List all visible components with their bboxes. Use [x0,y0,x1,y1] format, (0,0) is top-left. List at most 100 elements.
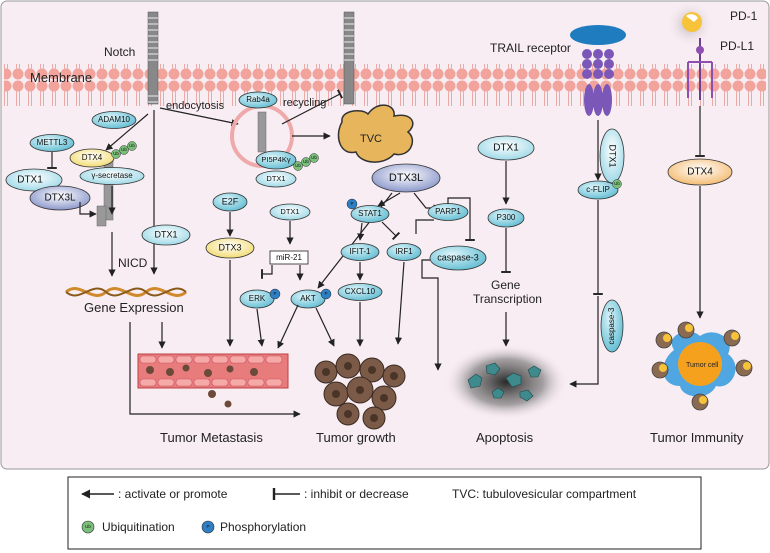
dtx3-pill: DTX3 [205,237,255,259]
svg-text:DTX3: DTX3 [218,242,241,252]
mir21-to-erk-inhibit [261,265,273,279]
legend-ubiquitination-label: Ubiquitination [102,520,175,534]
recycling-inhibit [281,89,344,125]
tvc-label: TVC [360,133,382,145]
nicd-label: NICD [118,256,148,270]
cell-membrane [4,64,766,106]
pd1-label: PD-1 [730,9,758,23]
background-panel [0,0,770,470]
irf1-pill: IRF1 [386,243,422,261]
svg-text:Ub: Ub [121,147,127,152]
endocytosis-label: endocytosis [166,100,225,112]
gene-to-growth-arrow [129,322,301,418]
svg-text:Ub: Ub [311,155,317,160]
e2f-pill: E2F [212,192,248,212]
dtx4-immune-pill: DTX4 [667,158,733,186]
endocytosis-arrow [159,107,239,127]
notch-label: Notch [104,45,135,59]
svg-text:Ub: Ub [614,181,620,186]
tumor-immunity-icon [651,321,753,411]
parp1-pill: PARP1 [427,203,469,221]
stat1-to-ifit1-arrow [357,222,365,241]
caspase3-to-apoptosis-arrow [421,259,442,371]
svg-text:Ub: Ub [129,143,135,148]
dtx1-left-pill: DTX1 [5,168,63,192]
legend-phosphorylation-label: Phosphorylation [220,520,306,534]
trail-receptor [570,25,626,116]
dtx3l-to-stat1-arrow [377,192,401,207]
svg-text:DTX1: DTX1 [280,207,299,216]
svg-text:E2F: E2F [222,196,239,206]
legend-activate-label: : activate or promote [118,487,228,501]
dtx3l-left-pill: DTX3L [29,185,91,211]
legend-phosphorylation-icon: P [201,520,215,534]
stat1-inhibit-irf1 [381,221,401,241]
svg-text:P: P [206,524,209,529]
adam10-pill: ADAM10 [91,111,137,129]
stat1-phospho-badge: P [346,198,358,210]
pi5p4k-pill: PI5P4Kγ [255,150,297,170]
svg-text:DTX1: DTX1 [154,229,177,239]
svg-text:DTX1: DTX1 [608,144,618,167]
svg-text:P: P [324,291,327,296]
svg-text:PI5P4Kγ: PI5P4Kγ [261,155,290,164]
cflip-pill: c-FLIP [577,180,619,200]
parp1-inhibit-stat1 [415,219,434,234]
mir21-box: miR-21 [269,250,309,265]
irf1-to-growth-arrow [394,261,405,345]
gene-expression-label: Gene Expression [84,300,184,315]
gene-transcription-line2: Transcription [473,292,542,306]
svg-text:c-FLIP: c-FLIP [586,185,610,194]
erk-pill: ERK [239,289,275,309]
akt-pill: AKT [290,289,326,309]
svg-text:caspase-3: caspase-3 [607,307,616,344]
p300-pill: P300 [487,208,525,228]
svg-text:P: P [350,201,353,206]
recycled-notch-receptor [343,11,355,105]
svg-text:DTX1: DTX1 [17,175,43,186]
pd1-receptor-icon [682,12,702,32]
akt-to-metastasis-arrow [277,304,299,349]
svg-text:AKT: AKT [300,294,316,303]
apoptosis-label: Apoptosis [476,430,534,445]
mettl3-pill: METTL3 [29,134,75,152]
tumor-growth-nuclei [322,362,398,422]
dtx3l-to-nicd-arrow [79,202,97,218]
svg-text:miR-21: miR-21 [276,253,302,262]
akt-to-growth-arrow [315,307,335,347]
svg-text:PARP1: PARP1 [435,207,461,216]
pdl1-ligand-icon [687,38,713,100]
endosome-notch [257,111,267,153]
svg-text:γ-secretase: γ-secretase [91,171,133,180]
svg-text:DTX4: DTX4 [82,153,103,162]
svg-text:DTX1: DTX1 [493,143,519,154]
legend-box [67,476,702,550]
legend-inhibit-label: : inhibit or decrease [304,487,409,501]
svg-text:P300: P300 [497,213,516,222]
svg-text:DTX3L: DTX3L [389,172,423,184]
svg-text:ERK: ERK [249,294,266,303]
trail-receptor-label: TRAIL receptor [490,41,571,55]
rab4a-pill: Rab4a [238,91,278,109]
membrane-label: Membrane [30,70,92,85]
ub-badge-cflip: Ub [612,179,622,189]
ub-chain-dtx4: Ub Ub Ub [111,141,137,159]
tumor-growth-label: Tumor growth [316,430,396,445]
caspase3-center-pill: caspase-3 [429,245,487,271]
gamma-secretase-pill: γ-secretase [79,167,145,185]
dtx1-notch-pill: DTX1 [141,224,191,246]
caspase3-trail-pill: caspase-3 [600,299,624,353]
ub-chain-pi5p4k: Ub Ub Ub [293,153,319,171]
svg-text:Ub: Ub [113,151,119,156]
svg-text:DTX4: DTX4 [687,167,713,178]
svg-text:STAT1: STAT1 [358,209,382,218]
svg-text:DTX1: DTX1 [266,174,285,183]
svg-text:P: P [273,291,276,296]
legend-ubiquitination-icon: Ub [81,520,95,534]
akt-phospho-badge: P [320,288,332,300]
apoptosis-glow [444,344,568,420]
tumor-metastasis-label: Tumor Metastasis [160,430,263,445]
svg-text:IFIT-1: IFIT-1 [350,247,371,256]
svg-text:Rab4a: Rab4a [246,95,270,104]
tumor-immunity-label: Tumor Immunity [650,430,744,445]
